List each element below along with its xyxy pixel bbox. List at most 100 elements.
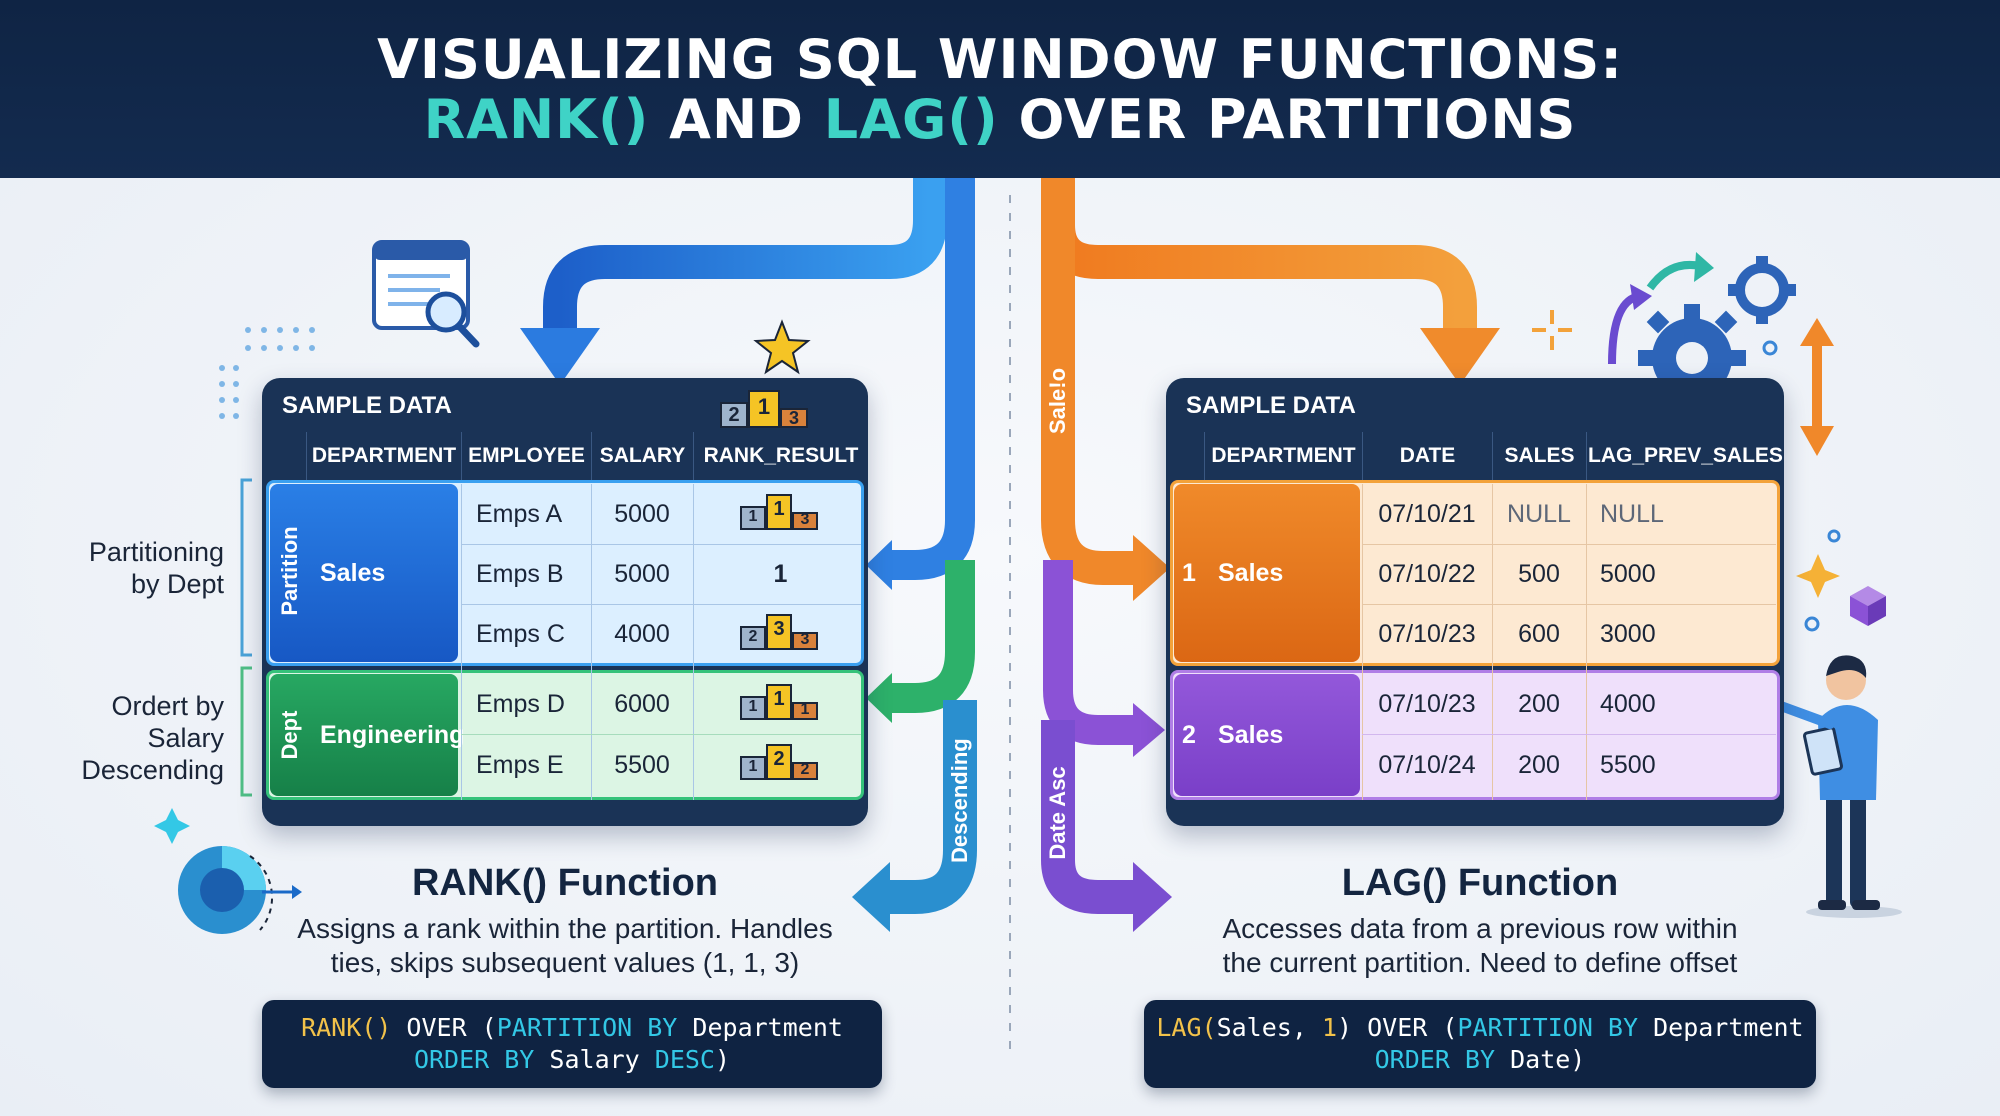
vertical-double-arrow-icon xyxy=(1800,318,1834,456)
dept-vertical-label: Dept xyxy=(277,710,302,760)
rank-row-3-salary: 4000 xyxy=(614,619,670,648)
podium-left-step: 1 xyxy=(740,506,766,530)
lag-row-divider-1 xyxy=(1362,544,1776,545)
orange-arrowhead-top xyxy=(1420,328,1500,385)
blue-arrowhead-top xyxy=(520,328,600,385)
lag-row-1-sales: NULL xyxy=(1507,499,1571,528)
rank-code-desc: DESC xyxy=(654,1045,715,1074)
rank-code-line-2: ORDER BY Salary DESC) xyxy=(262,1044,882,1076)
lag-row-divider-3 xyxy=(1362,734,1776,735)
rank-function-description: Assigns a rank within the partition. Han… xyxy=(260,912,870,980)
lag-partition-1-number: 1 xyxy=(1182,558,1196,587)
sales-flow-label: Sale!o xyxy=(1045,367,1070,435)
lag-row-5-sales: 200 xyxy=(1518,750,1560,779)
rank-code-line-1: RANK() OVER (PARTITION BY Department xyxy=(262,1012,882,1044)
date-asc-arrowhead xyxy=(1133,862,1172,932)
lag-row-3-lag: 3000 xyxy=(1600,619,1656,648)
lag-code-order-by: ORDER BY xyxy=(1374,1045,1496,1074)
podium-left-step: 2 xyxy=(740,626,766,650)
teal-arrow-icon xyxy=(1646,261,1701,291)
rank-col-divider-3 xyxy=(693,484,694,800)
lag-row-5-date: 07/10/24 xyxy=(1378,750,1476,779)
rank-col-divider-1 xyxy=(461,484,462,800)
lag-sample-data-card: SAMPLE DATA DEPARTMENT DATE SALES LAG_PR… xyxy=(1166,378,1784,826)
podium-left-step: 1 xyxy=(740,756,766,780)
podium-third-place: 3 xyxy=(780,408,808,428)
podium-center-step: 1 xyxy=(766,684,792,720)
rank-code-department: Department xyxy=(677,1013,843,1042)
header-podium-icon: 2 1 3 xyxy=(720,390,808,428)
podium-left-step: 1 xyxy=(740,696,766,720)
podium-center-step: 3 xyxy=(766,614,792,650)
title-over-partitions: OVER PARTITIONS xyxy=(998,88,1577,151)
partition-vertical-label: Partition xyxy=(277,526,302,616)
lag-code-offset: 1 xyxy=(1321,1013,1337,1042)
gear-icon-small xyxy=(1728,256,1796,324)
podium-right-step: 1 xyxy=(792,702,818,720)
partitioning-label-line-1: Partitioning xyxy=(88,537,224,567)
orange-flow-arrow-top xyxy=(1041,178,1477,330)
podium-center-step: 2 xyxy=(766,744,792,780)
order-bracket xyxy=(240,666,252,797)
rank-code-close: ) xyxy=(715,1045,731,1074)
rank-desc-line-2: ties, skips subsequent values (1, 1, 3) xyxy=(330,947,800,978)
rank-row-5-salary: 5500 xyxy=(614,750,670,779)
rank-sample-data-card: SAMPLE DATA 2 1 3 DEPARTMENT EMPLOYEE SA… xyxy=(262,378,868,826)
star-icon xyxy=(753,319,811,375)
orange-arrowhead-side xyxy=(1133,535,1170,601)
rank-row-4-salary: 6000 xyxy=(614,689,670,718)
descending-flow-arrow xyxy=(890,700,977,914)
rank-row-divider-1 xyxy=(461,544,861,545)
partitioning-label-line-2: by Dept xyxy=(130,569,224,599)
rank-row-divider-3 xyxy=(461,734,861,735)
lag-card-title: SAMPLE DATA xyxy=(1186,392,1356,419)
lag-header-date: DATE xyxy=(1362,432,1492,480)
sparkle-icon-right xyxy=(1796,554,1840,598)
analyst-person-icon xyxy=(1760,655,1902,918)
title-line-1: VISUALIZING SQL WINDOW FUNCTIONS: xyxy=(377,28,1623,91)
rank-row-4-employee: Emps D xyxy=(476,689,565,718)
rank-code-fn: RANK() xyxy=(301,1013,392,1042)
podium-right-step: 3 xyxy=(792,512,818,530)
rank-header-salary: SALARY xyxy=(591,432,693,480)
lag-partition-1-dept: Sales xyxy=(1218,558,1284,587)
rank-dept-engineering-block xyxy=(270,674,458,796)
sparkle-icon xyxy=(154,808,190,844)
lag-col-divider-2 xyxy=(1492,484,1493,800)
lag-header-sales: SALES xyxy=(1492,432,1586,480)
rank-code-order-by: ORDER BY xyxy=(413,1045,535,1074)
date-asc-flow-arrow xyxy=(1041,720,1135,914)
document-search-icon xyxy=(372,240,480,348)
podium-right-step: 3 xyxy=(792,632,818,650)
lag-code-fn: LAG( xyxy=(1156,1013,1217,1042)
orange-flow-trunk xyxy=(1041,178,1135,585)
lag-row-4-lag: 4000 xyxy=(1600,689,1656,718)
lag-row-5-lag: 5500 xyxy=(1600,750,1656,779)
lag-col-divider-1 xyxy=(1362,484,1363,800)
rank-col-divider-2 xyxy=(591,484,592,800)
rank-row-1-employee: Emps A xyxy=(476,499,563,528)
order-side-label: Ordert by Salary Descending xyxy=(0,690,224,786)
lag-row-divider-2 xyxy=(1362,604,1776,605)
rank-code-salary: Salary xyxy=(534,1045,655,1074)
lag-row-2-lag: 5000 xyxy=(1600,559,1656,588)
rank-header-department: DEPARTMENT xyxy=(306,432,461,480)
dot-grid-decoration xyxy=(219,327,315,419)
rank-function-title: RANK() Function xyxy=(411,862,719,904)
rank-row-2-rank: 1 xyxy=(773,559,788,588)
podium-second-place: 2 xyxy=(720,402,748,428)
lag-code-line-2: ORDER BY Date) xyxy=(1144,1044,1816,1076)
rank-header-rank-result: RANK_RESULT xyxy=(693,432,868,480)
title-line-2: RANK() AND LAG() OVER PARTITIONS xyxy=(0,88,2000,151)
lag-function-title: LAG() Function xyxy=(1341,862,1619,904)
lag-header-lag-prev-sales: LAG_PREV_SALES xyxy=(1586,432,1784,480)
lag-row-1-date: 07/10/21 xyxy=(1378,499,1476,528)
title-and-word: AND xyxy=(649,88,824,151)
green-arrowhead-side xyxy=(866,673,892,723)
rank-row-divider-2 xyxy=(461,604,861,605)
title-lag-word: LAG() xyxy=(823,88,999,151)
pie-chart-icon xyxy=(178,846,302,934)
rank-dept-engineering-label: Engineering xyxy=(320,720,465,749)
date-asc-flow-label: Date Asc xyxy=(1045,766,1070,860)
